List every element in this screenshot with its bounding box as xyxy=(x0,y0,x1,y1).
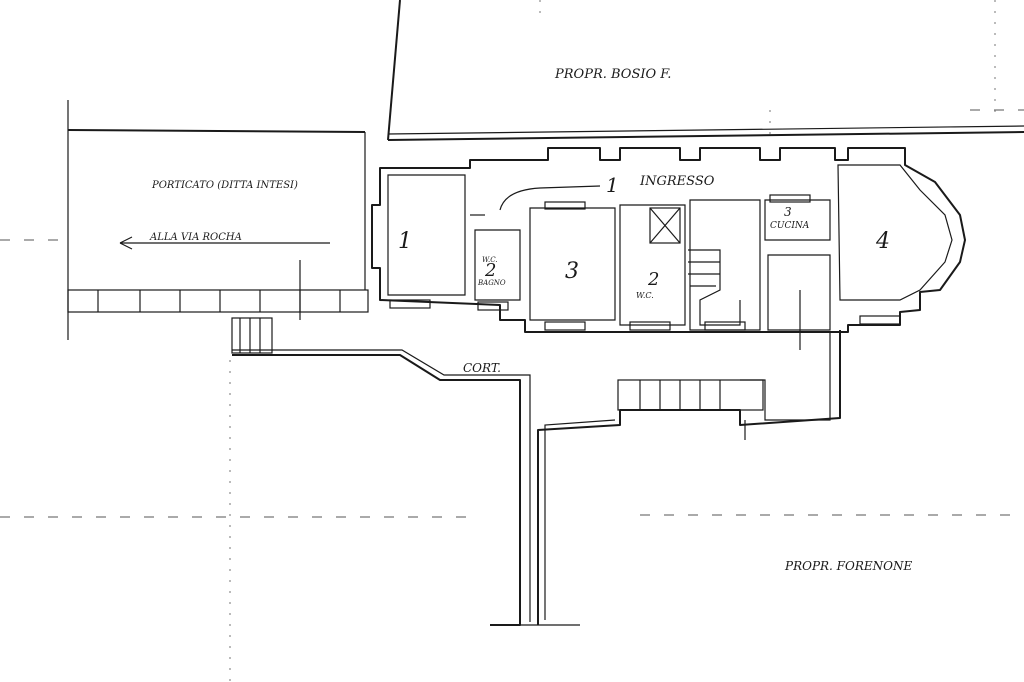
room-number-3-cucina: 3 xyxy=(784,205,792,219)
label-cucina: CUCINA xyxy=(770,221,810,231)
windows xyxy=(389,194,901,331)
label-ingresso: INGRESSO xyxy=(639,174,715,189)
room-number-3-center: 3 xyxy=(565,259,579,284)
property-boundaries xyxy=(67,0,1024,340)
label-wc: W.C. xyxy=(636,291,654,300)
room-number-1-ingresso: 1 xyxy=(606,173,619,197)
porticato-area xyxy=(67,132,369,320)
direction-arrow xyxy=(119,236,330,250)
label-wc-bagno-2: BAGNO xyxy=(477,279,506,287)
room-number-4-right: 4 xyxy=(875,229,890,254)
label-alla-via: ALLA VIA ROCHA xyxy=(149,232,242,243)
room-number-2-wc: 2 xyxy=(647,269,659,290)
label-prop-north: PROPR. BOSIO F. xyxy=(554,67,671,82)
courtyard xyxy=(231,317,841,626)
label-wc-bagno-1: W.C. xyxy=(482,256,498,264)
room-number-2-bagno: 2 xyxy=(484,260,496,281)
label-cortile: CORT. xyxy=(463,361,501,375)
building-outline xyxy=(371,147,966,350)
label-prop-south: PROPR. FORENONE xyxy=(784,559,912,573)
label-porticato: PORTICATO (DITTA INTESI) xyxy=(151,180,298,191)
room-number-1-left: 1 xyxy=(398,229,412,254)
